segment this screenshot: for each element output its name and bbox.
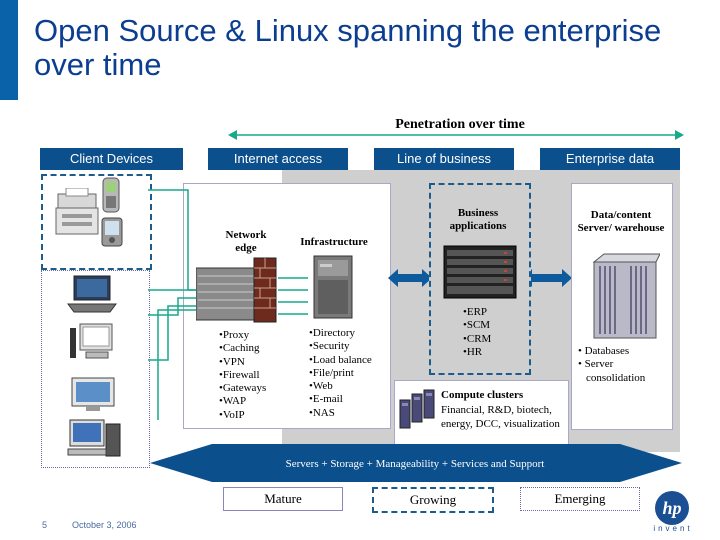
list-item: •VoIP	[219, 408, 245, 421]
infrastructure-label: Infrastructure	[300, 236, 368, 248]
list-item: •Firewall	[219, 368, 260, 381]
network-edge-label: Network edge	[225, 229, 267, 254]
list-item: •ERP	[463, 306, 488, 318]
double-arrow-left	[388, 269, 432, 287]
client-connector-lines	[148, 189, 200, 420]
data-content-list: • Databases • Server consolidation	[578, 345, 668, 385]
list-item: •File/print	[309, 366, 354, 379]
accent-bar	[0, 0, 18, 100]
legend-emerging: Emerging	[520, 487, 640, 511]
column-header-enterprise-data: Enterprise data	[540, 148, 680, 170]
page-number: 5	[42, 520, 48, 530]
list-item: •Caching	[219, 342, 260, 355]
infrastructure-server-icon	[313, 255, 353, 319]
double-arrow-right	[522, 269, 572, 287]
column-header-line-of-business: Line of business	[374, 148, 514, 170]
list-item: •Load balance	[309, 353, 372, 366]
servers-banner-label: Servers + Storage + Manageability + Serv…	[285, 458, 545, 470]
mobile-phone-icon	[102, 177, 120, 213]
list-item: • Databases	[578, 345, 630, 357]
desktop-monitor-icon	[71, 377, 115, 411]
compute-clusters-body: Financial, R&D, biotech, energy, DCC, vi…	[441, 404, 560, 430]
firewall-server-icon	[196, 257, 277, 323]
column-header-internet-access: Internet access	[208, 148, 348, 170]
list-item: •NAS	[309, 406, 335, 419]
list-item: •HR	[463, 345, 483, 358]
list-item: •WAP	[219, 395, 247, 408]
servers-banner-arrow	[150, 444, 682, 482]
list-item: •Security	[309, 340, 350, 353]
slide-title: Open Source & Linux spanning the enterpr…	[34, 13, 662, 82]
list-item: •Proxy	[219, 329, 250, 341]
infrastructure-list: •Directory •Security •Load balance •File…	[309, 327, 384, 420]
timeline-label: Penetration over time	[395, 117, 525, 132]
list-item: •E-mail	[309, 393, 343, 406]
list-item: •SCM	[463, 319, 491, 332]
list-item: consolidation	[586, 371, 646, 384]
cluster-servers-icon	[399, 389, 435, 429]
network-edge-list: •Proxy •Caching •VPN •Firewall •Gateways…	[219, 329, 289, 422]
pda-icon	[101, 217, 123, 247]
list-item: •CRM	[463, 332, 492, 345]
printer-icon	[55, 188, 99, 235]
compute-clusters-title: Compute clusters	[441, 389, 524, 401]
business-applications-label: Business applications	[449, 207, 507, 232]
legend-growing: Growing	[372, 487, 494, 513]
hp-logo: hp	[655, 491, 689, 525]
firewall-connector-lines	[278, 277, 308, 315]
laptop-icon	[67, 275, 117, 313]
timeline-arrow	[228, 130, 684, 140]
list-item: •VPN	[219, 355, 245, 368]
rack-server-icon	[443, 245, 517, 299]
column-header-client-devices: Client Devices	[40, 148, 183, 170]
list-item: •Web	[309, 380, 333, 393]
thin-client-icon	[70, 323, 113, 359]
data-content-label: Data/content Server/ warehouse	[577, 209, 665, 234]
legend-mature: Mature	[223, 487, 343, 511]
list-item: •Gateways	[219, 382, 267, 395]
storage-warehouse-icon	[592, 253, 660, 339]
list-item: • Server	[578, 358, 614, 371]
invent-tagline: invent	[653, 524, 693, 533]
business-applications-list: •ERP •SCM •CRM •HR	[463, 306, 513, 359]
desktop-pc-icon	[67, 419, 121, 457]
list-item: •Directory	[309, 327, 355, 339]
slide-date: October 3, 2006	[72, 520, 137, 530]
